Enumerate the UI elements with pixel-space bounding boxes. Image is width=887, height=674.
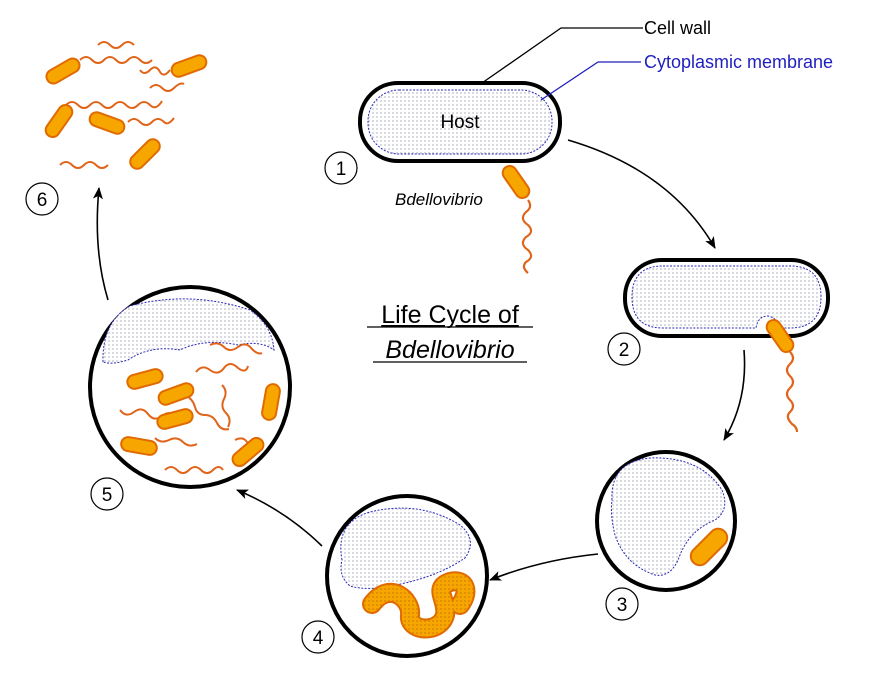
diagram-title: Life Cycle of Bdellovibrio [367,301,533,364]
stage-3-membrane [610,457,726,576]
membrane-label: Cytoplasmic membrane [644,52,833,72]
stage-1-number-circle [324,151,358,185]
stage-6-released-cells [44,54,208,170]
stage-4-group: 4 [301,494,489,658]
stage-3-group: 3 [595,450,737,621]
stage-5-group: 5 [88,285,292,511]
arrow-3-to-4 [489,553,599,581]
title-line-1: Life Cycle of [381,301,519,329]
stage-1-number: 1 [336,159,347,180]
stage-6-number-circle [25,182,59,216]
stage-6-group: 6 [25,41,208,216]
stage-5-progeny-cells [120,368,281,468]
stage-5-number-circle [90,477,124,511]
bdellovibrio-cell [501,164,531,200]
bdellovibrio-flagellum [521,199,533,274]
arrow-1-to-2 [567,139,716,249]
stage-1-group: Host Bdellovibrio Cell wall Cytoplasmic … [324,18,833,274]
stage-4-filament-fill [364,573,474,637]
stage-4-number-circle [301,620,335,654]
arrow-2-to-3 [723,349,746,441]
stage-6-flagella [59,41,185,169]
arrow-4-to-5 [236,489,323,547]
stage-2-flagellum [785,351,799,433]
stage-5-number: 5 [102,485,113,506]
arrow-5-to-6 [92,187,109,301]
cycle-arrows [92,139,746,581]
cell-wall-label: Cell wall [644,18,711,38]
stage-2-number: 2 [619,340,630,361]
stage-6-number: 6 [37,190,48,211]
cell-wall-leader-line [481,27,643,84]
stage-2-bdellovibrio [765,318,795,354]
stage-3-bdellovibrio [689,527,729,567]
stage-3-number-circle [605,587,639,621]
stage-2-group: 2 [607,258,830,433]
bdellovibrio-label: Bdellovibrio [395,190,483,209]
host-cytoplasmic-membrane [367,89,553,155]
stage-2-membrane [631,265,822,329]
stage-5-membrane [102,298,275,364]
membrane-leader-line [540,61,641,101]
stage-4-number: 4 [313,628,324,649]
title-line-2: Bdellovibrio [385,336,514,364]
stage-3-number: 3 [617,595,628,616]
stage-4-membrane [340,507,471,589]
host-label: Host [440,112,480,133]
stage-2-number-circle [607,332,641,366]
